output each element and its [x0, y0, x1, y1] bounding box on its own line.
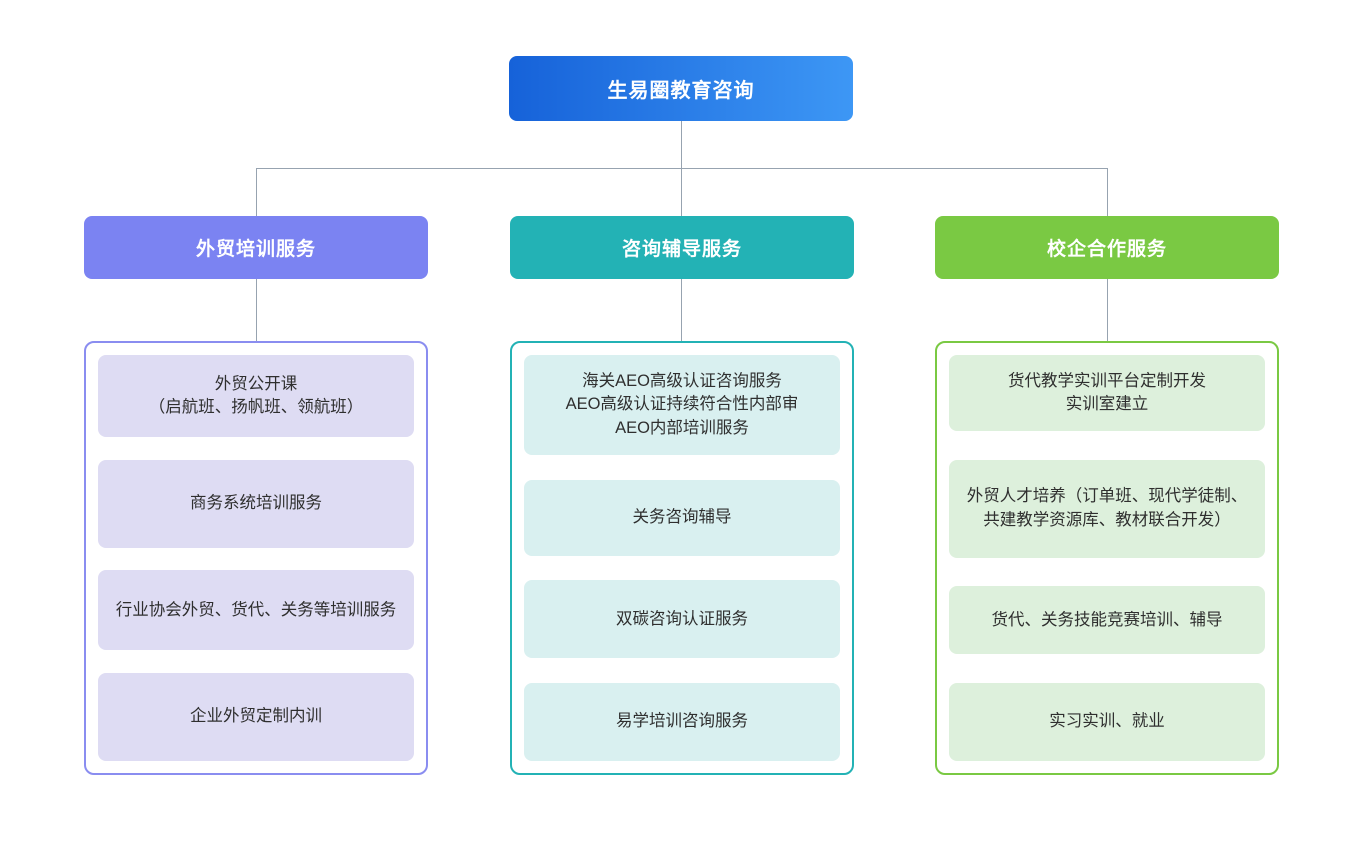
- branch-header-2[interactable]: 咨询辅导服务: [510, 216, 854, 279]
- connector-drop-branch-3: [1107, 168, 1108, 216]
- connector-drop-branch-2: [681, 168, 682, 216]
- leaf-item[interactable]: 双碳咨询认证服务: [524, 580, 840, 659]
- connector-header-to-group-2: [681, 279, 682, 341]
- branch-header-3[interactable]: 校企合作服务: [935, 216, 1279, 279]
- branch-header-1[interactable]: 外贸培训服务: [84, 216, 428, 279]
- root-node[interactable]: 生易圈教育咨询: [509, 56, 853, 121]
- leaf-item[interactable]: 行业协会外贸、货代、关务等培训服务: [98, 570, 414, 651]
- branch-column-waimao-peixun: 外贸培训服务 外贸公开课 （启航班、扬帆班、领航班） 商务系统培训服务 行业协会…: [84, 216, 428, 775]
- leaf-item[interactable]: 关务咨询辅导: [524, 479, 840, 556]
- leaf-item[interactable]: 易学培训咨询服务: [524, 682, 840, 761]
- leaf-item[interactable]: 海关AEO高级认证咨询服务 AEO高级认证持续符合性内部审 AEO内部培训服务: [524, 355, 840, 455]
- leaf-item[interactable]: 外贸人才培养（订单班、现代学徒制、共建教学资源库、教材联合开发）: [949, 459, 1265, 558]
- connector-header-to-group-1: [256, 279, 257, 341]
- branch-group-1: 外贸公开课 （启航班、扬帆班、领航班） 商务系统培训服务 行业协会外贸、货代、关…: [84, 341, 428, 775]
- branch-group-2: 海关AEO高级认证咨询服务 AEO高级认证持续符合性内部审 AEO内部培训服务 …: [510, 341, 854, 775]
- branch-header-label-3: 校企合作服务: [1046, 239, 1167, 260]
- leaf-item[interactable]: 实习实训、就业: [949, 682, 1265, 761]
- branch-header-label-2: 咨询辅导服务: [621, 239, 742, 260]
- leaf-item[interactable]: 货代、关务技能竞赛培训、辅导: [949, 586, 1265, 655]
- leaf-item[interactable]: 企业外贸定制内训: [98, 672, 414, 761]
- branch-column-zixun-fudao: 咨询辅导服务 海关AEO高级认证咨询服务 AEO高级认证持续符合性内部审 AEO…: [510, 216, 854, 775]
- branch-header-label-1: 外贸培训服务: [195, 239, 316, 260]
- branch-group-3: 货代教学实训平台定制开发 实训室建立 外贸人才培养（订单班、现代学徒制、共建教学…: [935, 341, 1279, 775]
- connector-header-to-group-3: [1107, 279, 1108, 341]
- root-node-label: 生易圈教育咨询: [607, 80, 755, 102]
- leaf-item[interactable]: 货代教学实训平台定制开发 实训室建立: [949, 355, 1265, 431]
- leaf-item[interactable]: 商务系统培训服务: [98, 459, 414, 548]
- connector-drop-branch-1: [256, 168, 257, 216]
- connector-root-stem: [681, 121, 682, 168]
- leaf-item[interactable]: 外贸公开课 （启航班、扬帆班、领航班）: [98, 355, 414, 437]
- connector-horizontal-bus: [256, 168, 1108, 169]
- branch-column-xiaoqi-hezuo: 校企合作服务 货代教学实训平台定制开发 实训室建立 外贸人才培养（订单班、现代学…: [935, 216, 1279, 775]
